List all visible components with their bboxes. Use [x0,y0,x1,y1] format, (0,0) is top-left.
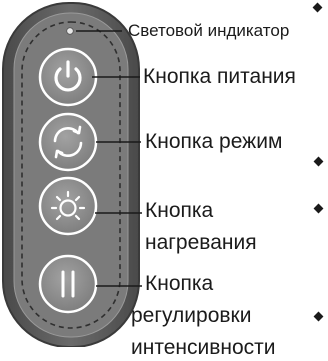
label-mode: Кнопка режим [145,130,283,153]
leader-lines [76,30,142,287]
indicator-light [66,27,74,35]
control-panel-diagram [2,2,142,347]
heating-button[interactable] [38,176,98,236]
label-intensity-line3: интенсивности [131,336,276,359]
panel-dashed-border [21,21,121,329]
label-intensity-line1: Кнопка [145,272,214,295]
mode-button[interactable] [38,112,98,172]
power-button[interactable] [38,47,98,107]
sun-icon [50,190,86,221]
label-heating-line2: нагревания [145,231,257,254]
label-power: Кнопка питания [143,65,296,88]
pause-bars-icon [61,270,75,298]
panel-inner [13,12,129,338]
intensity-button[interactable] [38,254,98,314]
cycle-arrows-icon [53,125,83,159]
label-indicator: Световой индикатор [128,21,290,40]
power-icon [54,60,82,92]
label-intensity-line2: регулировки [131,304,252,327]
label-heating-line1: Кнопка [145,199,214,222]
